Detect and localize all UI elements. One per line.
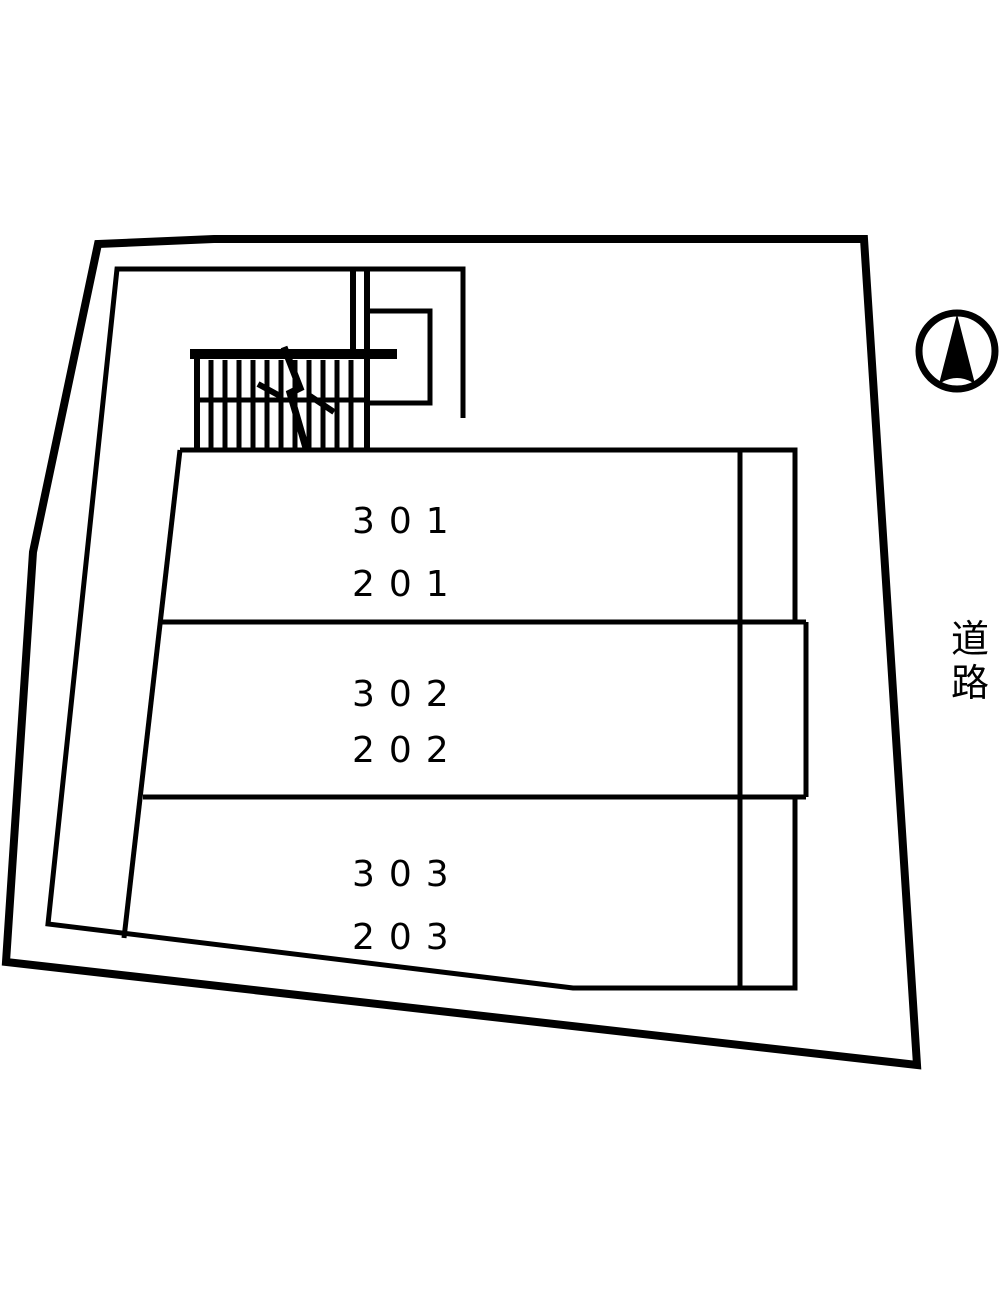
unit-label-201: 201 (352, 564, 463, 605)
unit-label-203: 203 (352, 917, 463, 958)
unit-label-302: 302 (352, 674, 463, 715)
road-label-char-1: 道 (951, 617, 989, 661)
staircase (190, 269, 433, 450)
lot-boundary (1, 235, 922, 1070)
unit-label-202: 202 (352, 730, 463, 771)
unit-label-303: 303 (352, 854, 463, 895)
road-label-char-2: 路 (951, 661, 989, 705)
north-arrow-icon (915, 309, 999, 393)
building (121, 447, 809, 991)
unit-label-301: 301 (352, 501, 463, 542)
